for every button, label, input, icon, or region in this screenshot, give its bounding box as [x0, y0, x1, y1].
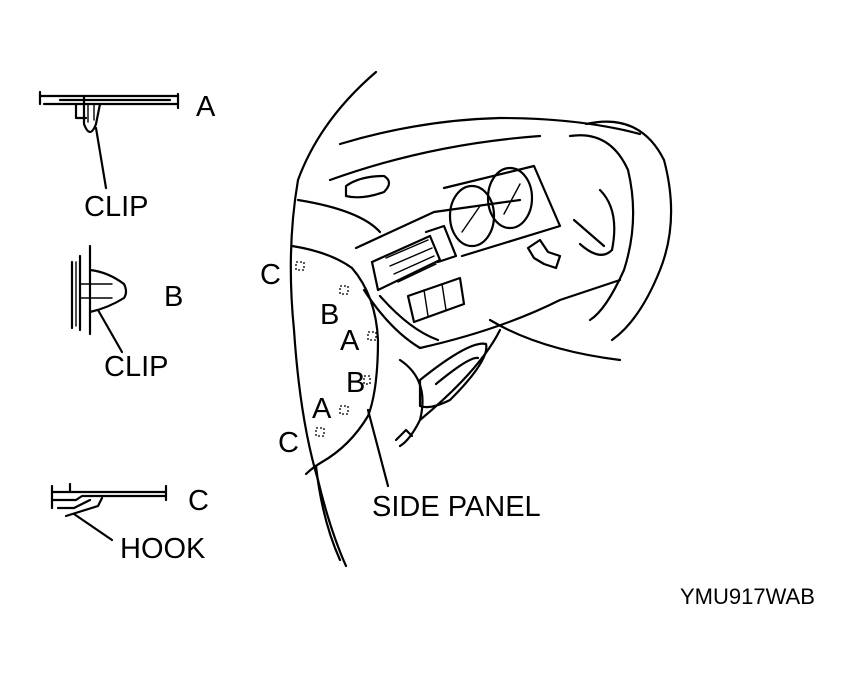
clip-b-detail	[70, 244, 128, 354]
caption-clip-a: CLIP	[84, 191, 148, 223]
clip-location-a-1	[367, 331, 377, 341]
clip-a-detail	[38, 90, 180, 190]
panel-label-a-1: A	[340, 325, 360, 357]
clip-location-b-2	[363, 375, 371, 385]
label-clip-a: A	[196, 91, 216, 123]
panel-label-c-top: C	[260, 259, 281, 291]
clip-location-c-bottom	[315, 427, 325, 437]
hook-c-detail	[50, 482, 168, 542]
clip-location-b-1	[339, 285, 349, 295]
panel-label-b-1: B	[320, 299, 339, 331]
panel-label-a-2: A	[312, 393, 332, 425]
figure-code: YMU917WAB	[680, 584, 815, 609]
clip-location-a-2	[339, 405, 349, 415]
label-clip-b: B	[164, 281, 183, 313]
caption-hook-c: HOOK	[120, 533, 206, 565]
clip-location-c-top	[295, 261, 305, 271]
caption-clip-b: CLIP	[104, 351, 168, 383]
label-side-panel: SIDE PANEL	[372, 491, 541, 523]
panel-label-c-bottom: C	[278, 427, 299, 459]
dashboard-illustration	[289, 70, 673, 568]
panel-label-b-2: B	[346, 367, 365, 399]
label-hook-c: C	[188, 485, 209, 517]
